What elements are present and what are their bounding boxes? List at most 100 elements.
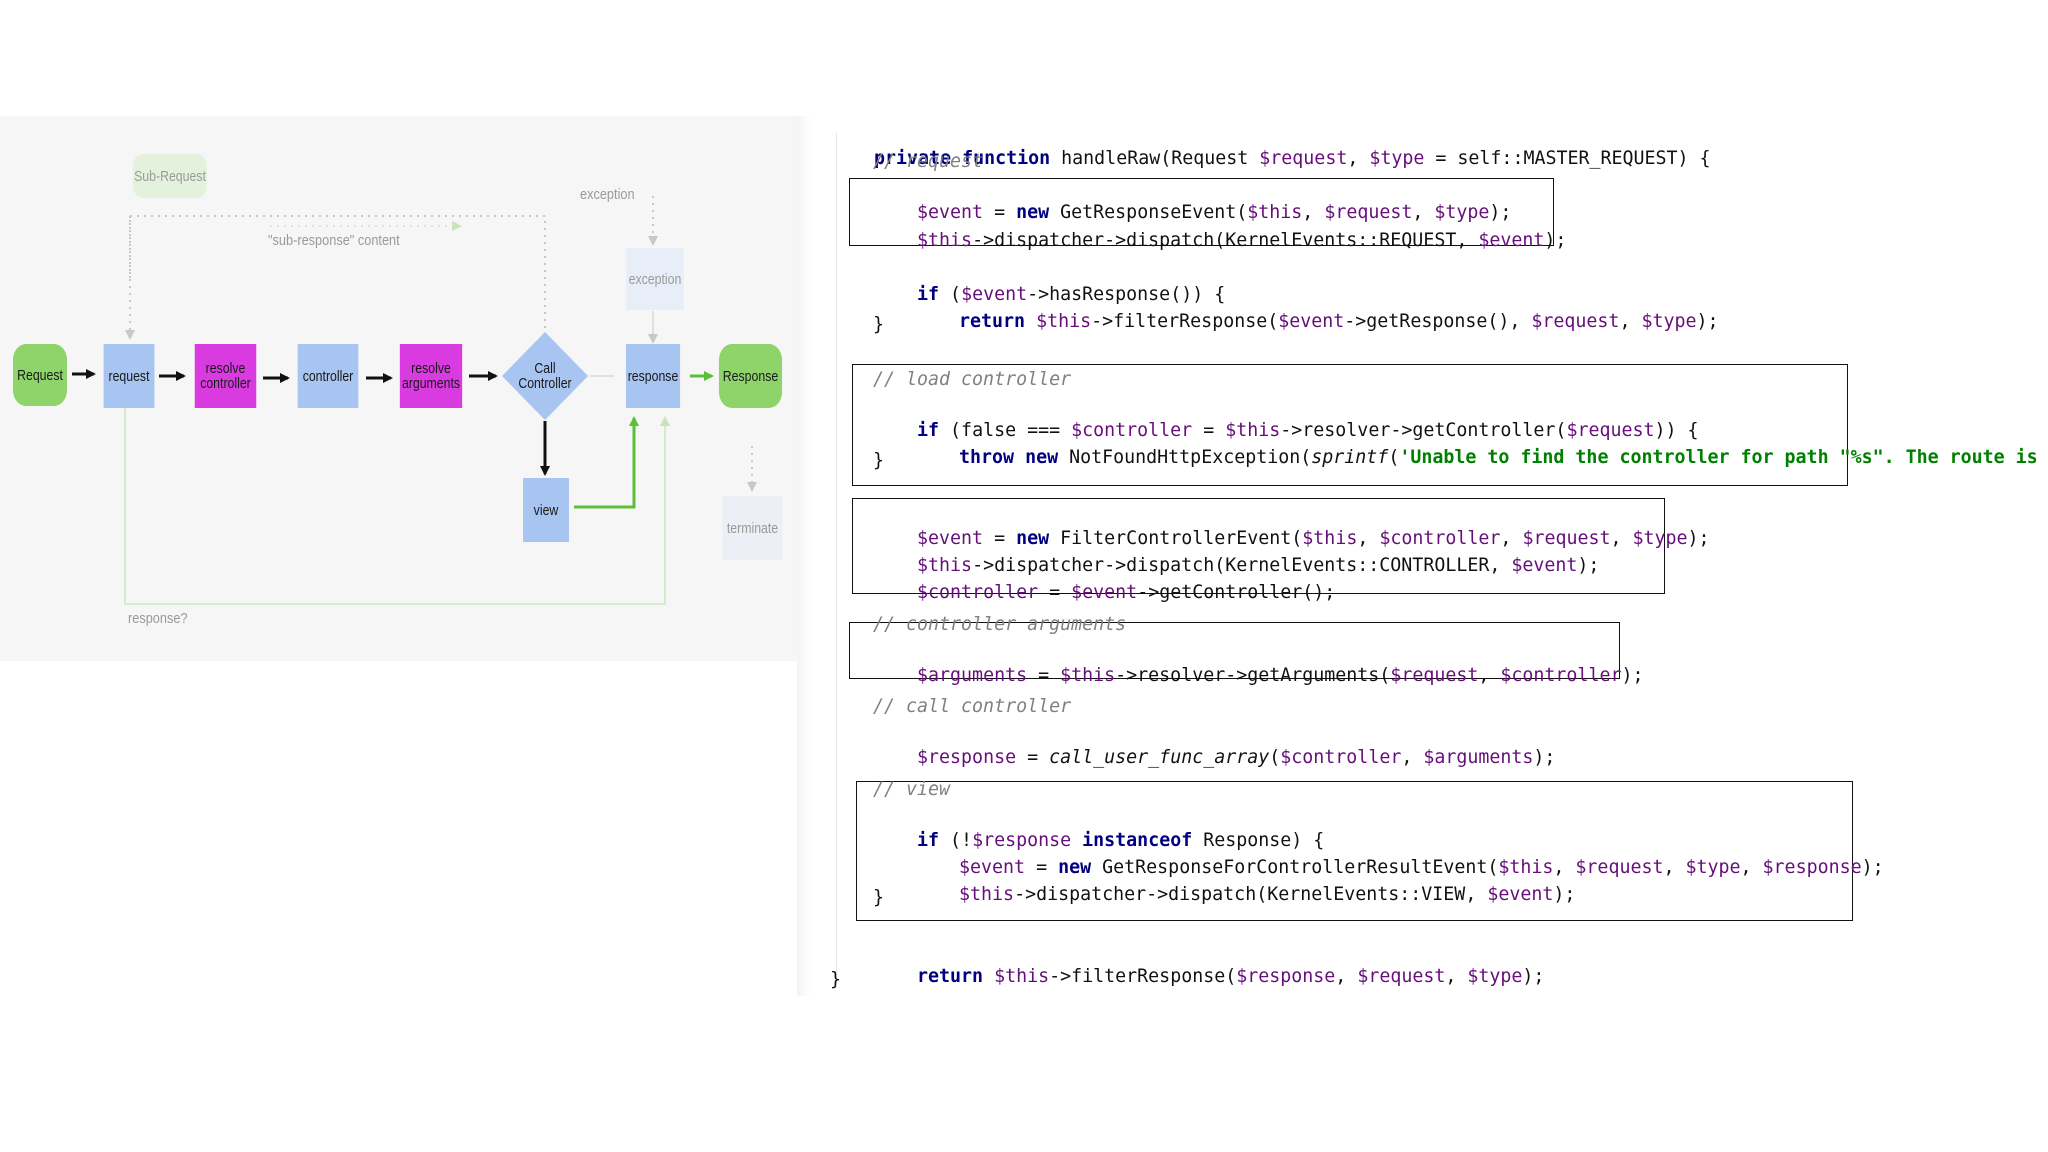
request-flow-diagram: Sub-Request exception terminate exceptio… bbox=[0, 116, 797, 661]
code-line-13: $this->dispatcher->dispatch(KernelEvents… bbox=[873, 530, 1599, 576]
comment-call-controller: // call controller bbox=[873, 696, 1072, 717]
request-box bbox=[849, 178, 1554, 246]
string-literal: 'Unable to find the controller for path … bbox=[1399, 447, 2048, 468]
tok: ); bbox=[1687, 528, 1710, 549]
code-line-21: $event = new GetResponseForControllerRes… bbox=[915, 832, 1884, 878]
request-start-node: Request bbox=[12, 344, 68, 406]
resolve-arguments-node: resolve arguments bbox=[399, 344, 463, 408]
tok: ( bbox=[939, 284, 962, 305]
call-controller-diamond bbox=[502, 332, 588, 420]
tok bbox=[1025, 311, 1036, 332]
tok: , bbox=[1335, 966, 1358, 987]
kw-new: new bbox=[1058, 857, 1092, 878]
code-line-10: throw new NotFoundHttpException(sprintf(… bbox=[915, 422, 2048, 468]
code-line-23: } bbox=[873, 887, 885, 908]
var: $request bbox=[1566, 420, 1655, 441]
var: $type bbox=[1369, 148, 1425, 169]
tok: , bbox=[1357, 528, 1380, 549]
response-end-node: Response bbox=[718, 344, 783, 408]
sub-request-label: Sub-Request bbox=[134, 167, 206, 185]
code-line-7: } bbox=[873, 314, 885, 335]
var: $request bbox=[1390, 665, 1479, 686]
tok: = bbox=[1038, 582, 1072, 603]
var: $request bbox=[1531, 311, 1620, 332]
var: $event bbox=[1278, 311, 1345, 332]
var: $controller bbox=[1500, 665, 1622, 686]
code-line-3: $event = new GetResponseEvent($this, $re… bbox=[873, 177, 1511, 223]
diagram-connectors bbox=[72, 196, 757, 605]
var: $this bbox=[1225, 420, 1281, 441]
tok: ); bbox=[1621, 665, 1644, 686]
var: $controller bbox=[917, 582, 1039, 603]
var: $type bbox=[1685, 857, 1741, 878]
tok: , bbox=[1445, 966, 1468, 987]
code-line-11: } bbox=[873, 450, 885, 471]
sub-request-node: Sub-Request bbox=[133, 154, 207, 198]
response-node: response bbox=[625, 344, 681, 408]
call-controller-node: Call Controller bbox=[510, 344, 581, 408]
var: $event bbox=[959, 857, 1026, 878]
response-label: response bbox=[627, 367, 679, 385]
var: $this bbox=[1247, 202, 1303, 223]
var: $request bbox=[1259, 148, 1348, 169]
comment-request: // request bbox=[873, 151, 984, 172]
code-line-4: $this->dispatcher->dispatch(KernelEvents… bbox=[873, 205, 1566, 251]
var: $arguments bbox=[1423, 747, 1534, 768]
controller-label: controller bbox=[302, 367, 354, 385]
tok: ->resolver->getController( bbox=[1280, 420, 1567, 441]
var: $this bbox=[917, 555, 973, 576]
view-box bbox=[856, 781, 1853, 921]
tok: = bbox=[1027, 665, 1061, 686]
tok: ); bbox=[1522, 966, 1545, 987]
var: $event bbox=[917, 528, 984, 549]
code-line-24: return $this->filterResponse($response, … bbox=[873, 941, 1544, 987]
code-line-20: if (!$response instanceof Response) { bbox=[873, 805, 1324, 851]
kw-if: if bbox=[917, 420, 940, 441]
tok: ); bbox=[1696, 311, 1719, 332]
fn-sprintf: sprintf bbox=[1311, 447, 1389, 468]
tok: , bbox=[1663, 857, 1686, 878]
tok: , bbox=[1302, 202, 1325, 223]
view-label: view bbox=[533, 501, 559, 519]
tok: = self::MASTER_REQUEST) { bbox=[1424, 148, 1711, 169]
code-line-1: private function handleRaw(Request $requ… bbox=[830, 123, 1711, 169]
var: $type bbox=[1467, 966, 1523, 987]
request-label: request bbox=[108, 367, 150, 385]
tok: ( bbox=[1388, 447, 1400, 468]
filter-controller-box bbox=[852, 498, 1665, 594]
call-controller-label-2: Controller bbox=[518, 375, 572, 392]
var: $this bbox=[994, 966, 1050, 987]
tok: = bbox=[983, 528, 1017, 549]
call-controller-label-1: Call bbox=[534, 360, 556, 377]
kw-if: if bbox=[917, 830, 940, 851]
tok: , bbox=[1500, 528, 1523, 549]
kw-return: return bbox=[959, 311, 1026, 332]
sub-request-loop bbox=[129, 215, 546, 336]
var: $controller bbox=[1071, 420, 1193, 441]
resolve-arguments-label-2: arguments bbox=[401, 375, 461, 392]
tok: ); bbox=[1861, 857, 1884, 878]
resolve-controller-label-2: controller bbox=[200, 375, 251, 392]
tok: ); bbox=[1553, 884, 1576, 905]
terminate-label: terminate bbox=[726, 519, 779, 537]
var: $event bbox=[1511, 555, 1578, 576]
fn-call-user-func-array: call_user_func_array bbox=[1049, 747, 1270, 768]
var: $this bbox=[917, 230, 973, 251]
kw-new: new bbox=[1016, 528, 1050, 549]
var: $request bbox=[1575, 857, 1664, 878]
tok: GetResponseForControllerResultEvent( bbox=[1091, 857, 1499, 878]
tok: ->dispatcher->dispatch(KernelEvents::CON… bbox=[972, 555, 1512, 576]
tok: ->dispatcher->dispatch(KernelEvents::VIE… bbox=[1014, 884, 1488, 905]
tok bbox=[1014, 447, 1025, 468]
tok: , bbox=[1619, 311, 1642, 332]
kw-private: private bbox=[874, 148, 952, 169]
tok: ->getController(); bbox=[1137, 582, 1336, 603]
tok: ->filterResponse( bbox=[1091, 311, 1279, 332]
tok: , bbox=[1401, 747, 1424, 768]
tok: ); bbox=[1533, 747, 1556, 768]
code-line-12: $event = new FilterControllerEvent($this… bbox=[873, 503, 1710, 549]
tok: (! bbox=[939, 830, 973, 851]
tok: ->getResponse(), bbox=[1344, 311, 1532, 332]
tok bbox=[983, 966, 994, 987]
tok: ->dispatcher->dispatch(KernelEvents::REQ… bbox=[972, 230, 1479, 251]
